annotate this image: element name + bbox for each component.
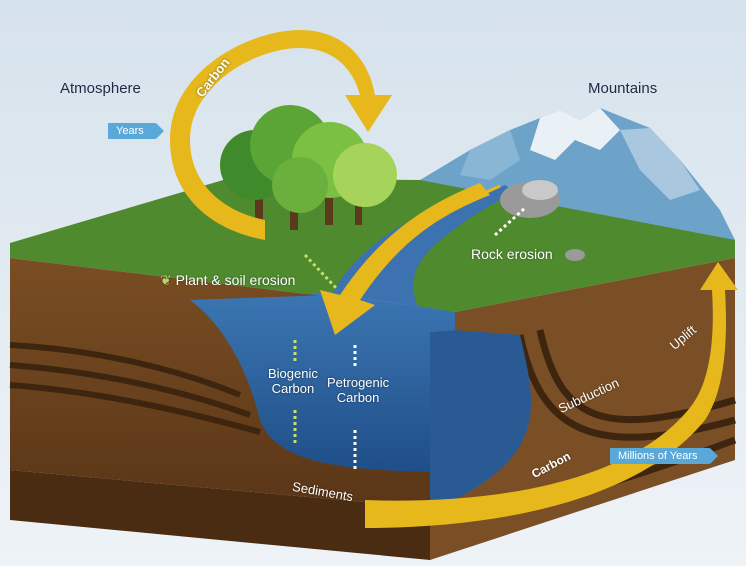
label-atmosphere: Atmosphere (60, 80, 141, 97)
land-surface (10, 178, 735, 312)
ocean-section (190, 295, 455, 472)
trees-illustration (220, 105, 397, 230)
label-mountains: Mountains (588, 80, 658, 97)
leaf-icon: ❦ (160, 272, 172, 288)
label-petrogenic-carbon: Petrogenic Carbon (327, 375, 390, 405)
tag-years: Years (108, 123, 164, 139)
carbon-arrow-river (320, 183, 490, 335)
label-biogenic-carbon: Biogenic Carbon (268, 366, 318, 396)
river (330, 185, 515, 312)
tag-millions-of-years: Millions of Years (610, 448, 717, 464)
label-plant-soil-erosion: ❦ Plant & soil erosion (160, 272, 296, 288)
rocks-illustration (500, 180, 585, 261)
sediments-layer (10, 470, 430, 560)
label-rock-erosion: Rock erosion (471, 246, 553, 262)
